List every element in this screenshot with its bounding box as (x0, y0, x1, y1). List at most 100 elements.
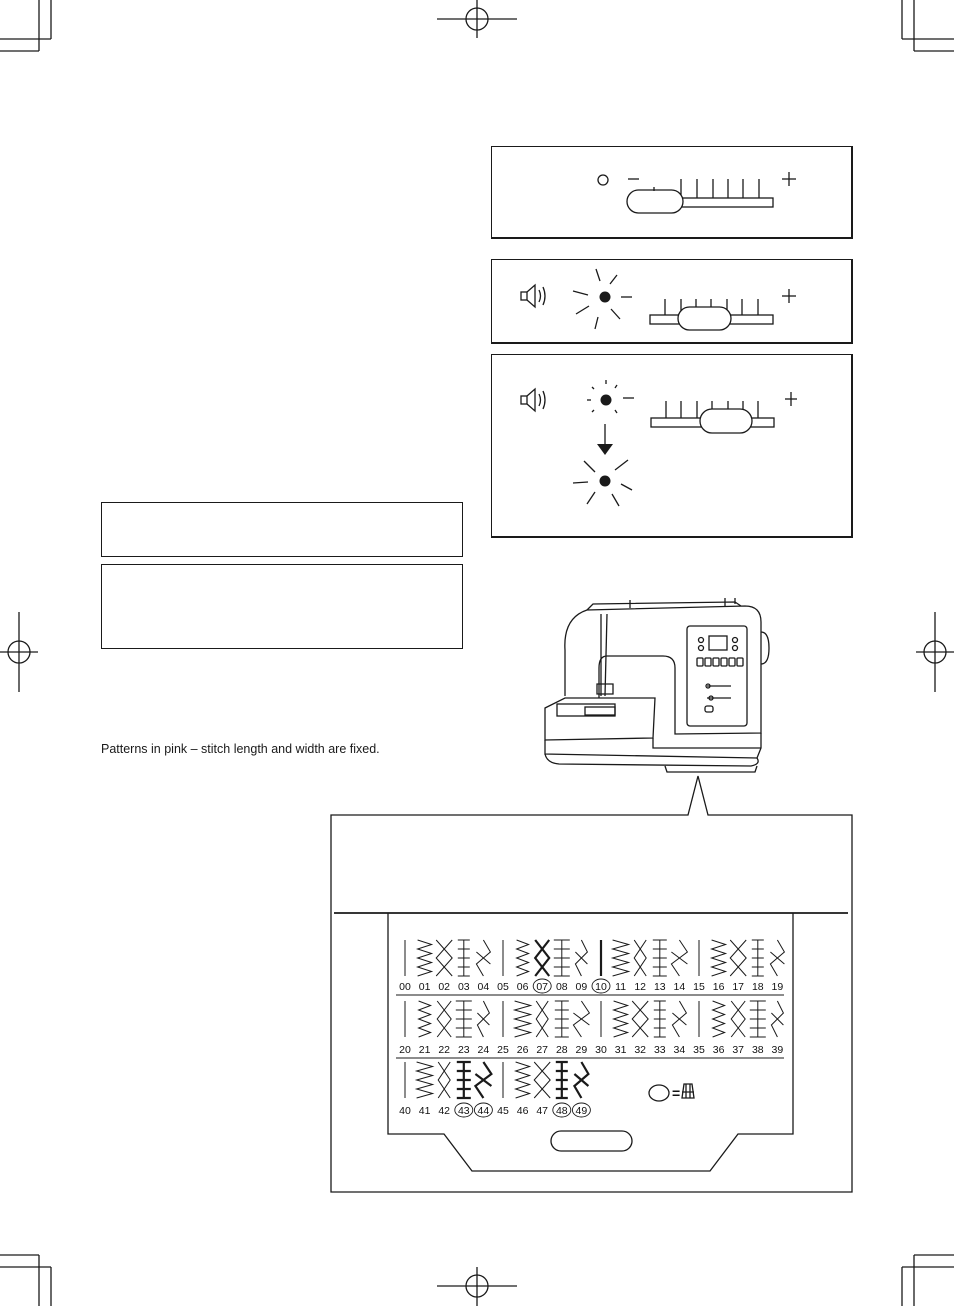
stitch-glyph-36 (711, 1000, 727, 1038)
pattern-number-11: 11 (615, 981, 626, 993)
stitch-glyph-14 (670, 939, 689, 977)
stitch-glyph-16 (709, 939, 728, 977)
stitch-glyph-34 (671, 1000, 688, 1038)
pattern-number-00: 00 (399, 981, 411, 993)
stitch-glyph-41 (414, 1061, 435, 1099)
slider-panel-warning (491, 354, 853, 538)
note-box-1 (101, 502, 463, 557)
stitch-glyph-39 (770, 1000, 785, 1038)
pattern-number-28: 28 (556, 1044, 568, 1056)
stitch-glyph-12 (633, 939, 647, 977)
stitch-glyph-23 (455, 1000, 472, 1038)
stitch-glyph-17 (729, 939, 747, 977)
stitch-glyph-42 (437, 1061, 451, 1099)
pattern-number-32: 32 (634, 1044, 646, 1056)
slider-panel-blink (491, 259, 853, 344)
slider-diagram-min (597, 172, 796, 214)
stitch-glyph-31 (611, 1000, 630, 1038)
stitch-pattern-glyphs (404, 939, 786, 1100)
pink-pattern-marker-48 (552, 1102, 572, 1118)
stitch-glyph-21 (417, 1000, 433, 1038)
pattern-number-19: 19 (772, 981, 784, 993)
stitch-glyph-19 (769, 939, 786, 977)
pattern-number-47: 47 (536, 1105, 548, 1117)
pattern-number-45: 45 (497, 1105, 509, 1117)
pattern-number-03: 03 (458, 981, 470, 993)
pattern-number-44: 44 (478, 1105, 490, 1117)
stitch-glyph-38 (749, 1000, 766, 1038)
stitch-glyph-43 (456, 1060, 471, 1100)
pattern-number-16: 16 (713, 981, 725, 993)
pattern-number-30: 30 (595, 1044, 607, 1056)
stitch-glyph-11 (610, 939, 631, 977)
stitch-glyph-07 (533, 939, 551, 977)
stitch-glyph-27 (535, 1000, 549, 1038)
pattern-number-13: 13 (654, 981, 666, 993)
stitch-glyph-37 (730, 1000, 746, 1038)
stitch-glyph-03 (457, 939, 470, 977)
stitch-glyph-32 (631, 1000, 649, 1038)
pink-pattern-marker-49 (571, 1102, 591, 1118)
stitch-glyph-44 (473, 1061, 493, 1099)
stitch-glyph-02 (435, 939, 453, 977)
stitch-glyph-01 (415, 939, 434, 977)
pattern-number-17: 17 (732, 981, 744, 993)
pattern-number-07: 07 (536, 981, 548, 993)
stitch-glyph-13 (652, 939, 667, 977)
svg-text:=: = (672, 1085, 680, 1101)
pattern-number-48: 48 (556, 1105, 568, 1117)
pattern-number-22: 22 (438, 1044, 450, 1056)
pink-pattern-marker-07 (532, 978, 552, 994)
pattern-number-10: 10 (595, 981, 607, 993)
pattern-number-04: 04 (478, 981, 490, 993)
pink-pattern-marker-10 (591, 978, 611, 994)
stitch-glyph-49 (572, 1061, 590, 1099)
pattern-number-39: 39 (772, 1044, 784, 1056)
pattern-number-37: 37 (732, 1044, 744, 1056)
stitch-glyph-06 (515, 939, 531, 977)
pattern-number-40: 40 (399, 1105, 411, 1117)
pattern-number-41: 41 (419, 1105, 431, 1117)
pattern-number-26: 26 (517, 1044, 529, 1056)
pattern-number-02: 02 (438, 981, 450, 993)
note-box-2 (101, 564, 463, 649)
stitch-glyph-04 (475, 939, 492, 977)
stitch-glyph-29 (572, 1000, 591, 1038)
stitch-glyph-24 (476, 1000, 491, 1038)
pattern-number-33: 33 (654, 1044, 666, 1056)
stitch-glyph-48 (555, 1060, 568, 1100)
stitch-glyph-46 (513, 1061, 532, 1099)
pattern-number-24: 24 (478, 1044, 490, 1056)
stitch-glyph-28 (554, 1000, 569, 1038)
pattern-number-38: 38 (752, 1044, 764, 1056)
pattern-number-23: 23 (458, 1044, 470, 1056)
stitch-glyph-08 (553, 939, 570, 977)
pattern-number-31: 31 (615, 1044, 627, 1056)
stitch-glyph-26 (512, 1000, 533, 1038)
pink-pattern-marker-43 (454, 1102, 474, 1118)
sewing-machine-illustration (544, 598, 770, 773)
pattern-number-27: 27 (536, 1044, 548, 1056)
pattern-number-01: 01 (419, 981, 431, 993)
pattern-number-21: 21 (419, 1044, 431, 1056)
pattern-number-18: 18 (752, 981, 764, 993)
pattern-number-14: 14 (674, 981, 686, 993)
pattern-number-05: 05 (497, 981, 509, 993)
pattern-number-49: 49 (576, 1105, 588, 1117)
pattern-number-46: 46 (517, 1105, 529, 1117)
stitch-glyph-47 (533, 1061, 551, 1099)
pattern-number-25: 25 (497, 1044, 509, 1056)
pink-pattern-marker-44 (473, 1102, 493, 1118)
stitch-glyph-33 (653, 1000, 666, 1038)
stitch-glyph-09 (574, 939, 589, 977)
pink-pattern-note: Patterns in pink – stitch length and wid… (101, 742, 380, 756)
pattern-number-34: 34 (674, 1044, 686, 1056)
pattern-number-36: 36 (713, 1044, 725, 1056)
pattern-number-15: 15 (693, 981, 705, 993)
slider-diagram-warning (520, 380, 797, 507)
pattern-number-29: 29 (576, 1044, 588, 1056)
pattern-number-06: 06 (517, 981, 529, 993)
slider-diagram-blink (520, 268, 796, 331)
